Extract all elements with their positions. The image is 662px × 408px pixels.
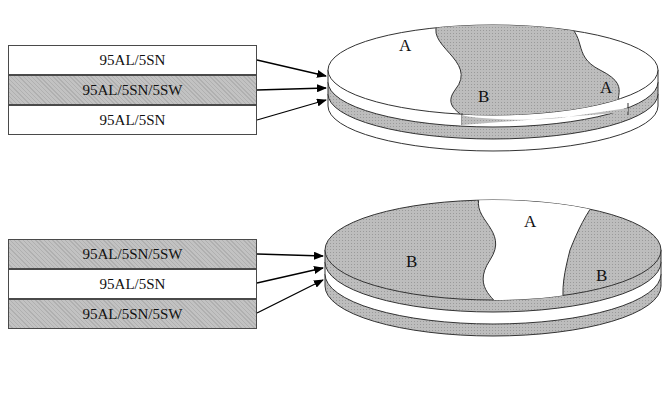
layer-label: 95AL/5SN [100, 276, 166, 293]
region-letter: A [399, 36, 411, 56]
region-letter: A [524, 212, 536, 232]
region-letter: A [600, 78, 612, 98]
layer-label: 95AL/5SN/5SW [82, 246, 182, 263]
layer-box: 95AL/5SN [8, 45, 257, 75]
region-letter: B [478, 87, 489, 107]
layer-box: 95AL/5SN/5SW [8, 75, 257, 105]
layer-box: 95AL/5SN/5SW [8, 299, 257, 329]
layer-box: 95AL/5SN/5SW [8, 239, 257, 269]
region-letter: B [406, 252, 417, 272]
layer-label: 95AL/5SN [100, 112, 166, 129]
region-letter: B [596, 266, 607, 286]
layer-box: 95AL/5SN [8, 269, 257, 299]
layer-label: 95AL/5SN [100, 52, 166, 69]
layer-label: 95AL/5SN/5SW [82, 82, 182, 99]
layer-label: 95AL/5SN/5SW [82, 306, 182, 323]
layer-box: 95AL/5SN [8, 105, 257, 135]
